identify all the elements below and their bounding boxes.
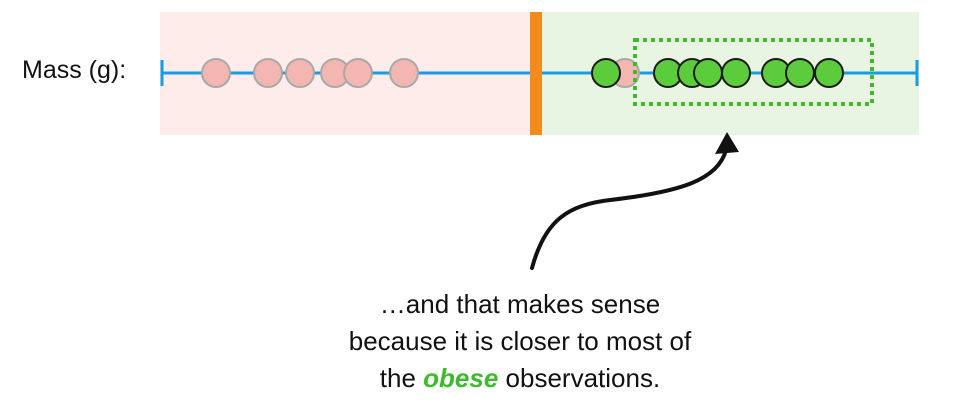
caption-line-3: the obese observations. [240,360,800,397]
caption-line-2: because it is closer to most of [348,326,692,356]
not-obese-point [201,58,231,88]
not-obese-points [201,58,640,88]
not-obese-point [285,58,315,88]
obese-emphasis: obese [423,363,499,393]
obese-point [693,58,723,88]
mass-axis-label: Mass (g): [22,56,127,84]
obese-cluster-highlight-box [633,38,874,106]
caption-line-3-start: the [379,363,424,393]
classification-threshold [530,12,542,135]
obese-point [721,58,751,88]
obese-point [591,58,621,88]
not-obese-point [389,58,419,88]
caption-line-1: …and that makes sense [379,289,661,319]
obese-point [814,58,844,88]
caption-line-3-end: observations. [498,363,661,393]
obese-points [591,58,844,88]
pointer-arrow [530,148,728,270]
not-obese-point [343,58,373,88]
obese-point [785,58,815,88]
arrow-head-icon [715,132,739,154]
not-obese-point [253,58,283,88]
explanation-caption: …and that makes sense because it is clos… [240,286,800,397]
